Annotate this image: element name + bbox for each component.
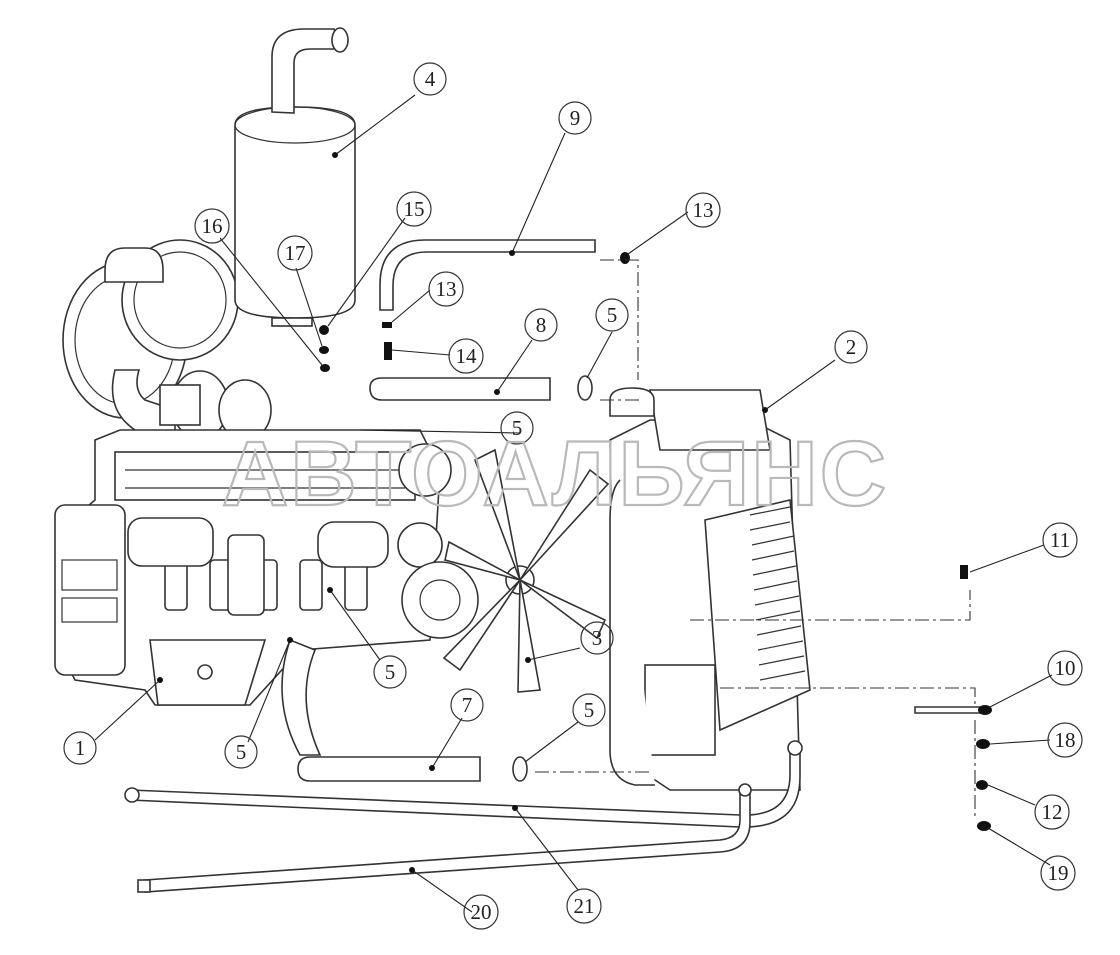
svg-text:11: 11 xyxy=(1050,528,1070,552)
overflow-pipe xyxy=(379,239,596,311)
svg-text:10: 10 xyxy=(1055,656,1076,680)
callout-21: 21 xyxy=(566,888,602,924)
svg-text:5: 5 xyxy=(236,740,247,764)
callout-13-left: 13 xyxy=(428,271,464,307)
svg-text:20: 20 xyxy=(471,900,492,924)
callout-5-top: 5 xyxy=(595,298,629,332)
svg-text:1: 1 xyxy=(75,736,86,760)
svg-text:13: 13 xyxy=(693,198,714,222)
svg-text:13: 13 xyxy=(436,277,457,301)
clamp-upper xyxy=(577,375,593,401)
watermark-text: АВТОАЛЬЯНС xyxy=(222,423,888,525)
callout-5-left: 5 xyxy=(224,735,258,769)
pipe-21 xyxy=(129,746,801,828)
callout-8: 8 xyxy=(524,308,558,342)
callout-14: 14 xyxy=(448,338,484,374)
svg-text:9: 9 xyxy=(570,106,581,130)
callout-3: 3 xyxy=(580,621,614,655)
callout-12: 12 xyxy=(1034,794,1070,830)
svg-text:21: 21 xyxy=(574,894,595,918)
callout-16: 16 xyxy=(194,208,230,244)
callout-13-right: 13 xyxy=(685,192,721,228)
muffler xyxy=(234,27,356,327)
svg-text:3: 3 xyxy=(592,626,603,650)
radiator xyxy=(609,387,811,791)
svg-text:5: 5 xyxy=(584,698,595,722)
leader-lines xyxy=(94,94,1053,913)
callout-labels: 1 2 3 4 5 5 5 5 5 7 8 9 10 11 12 13 13 1… xyxy=(63,62,1083,930)
callout-5-bottom: 5 xyxy=(572,693,606,727)
svg-text:12: 12 xyxy=(1042,800,1063,824)
clamp-lower xyxy=(512,756,528,782)
svg-text:7: 7 xyxy=(462,693,473,717)
callout-5-mid: 5 xyxy=(500,411,534,445)
callout-20: 20 xyxy=(463,894,499,930)
callout-2: 2 xyxy=(834,330,868,364)
svg-text:5: 5 xyxy=(607,303,618,327)
svg-text:16: 16 xyxy=(202,214,223,238)
callout-7: 7 xyxy=(450,688,484,722)
fasteners xyxy=(319,252,992,831)
svg-text:19: 19 xyxy=(1048,861,1069,885)
assembly-lines xyxy=(535,259,976,820)
callout-17: 17 xyxy=(277,235,313,271)
cooling-fan xyxy=(442,448,610,693)
callout-9: 9 xyxy=(558,101,592,135)
callout-1: 1 xyxy=(63,731,97,765)
upper-hose xyxy=(369,377,551,401)
callout-18: 18 xyxy=(1047,722,1083,758)
svg-text:4: 4 xyxy=(425,67,436,91)
svg-text:17: 17 xyxy=(285,241,306,265)
lower-hose xyxy=(297,756,481,782)
svg-text:18: 18 xyxy=(1055,728,1076,752)
callout-5-engine: 5 xyxy=(373,655,407,689)
engine-assembly xyxy=(54,239,479,756)
svg-text:14: 14 xyxy=(456,344,478,368)
svg-text:2: 2 xyxy=(846,335,857,359)
svg-text:15: 15 xyxy=(404,197,425,221)
svg-text:5: 5 xyxy=(512,416,523,440)
svg-text:5: 5 xyxy=(385,660,396,684)
callout-15: 15 xyxy=(396,191,432,227)
callout-19: 19 xyxy=(1040,855,1076,891)
callout-4: 4 xyxy=(413,62,447,96)
svg-text:8: 8 xyxy=(536,313,547,337)
callout-11: 11 xyxy=(1042,522,1078,558)
callout-10: 10 xyxy=(1047,650,1083,686)
